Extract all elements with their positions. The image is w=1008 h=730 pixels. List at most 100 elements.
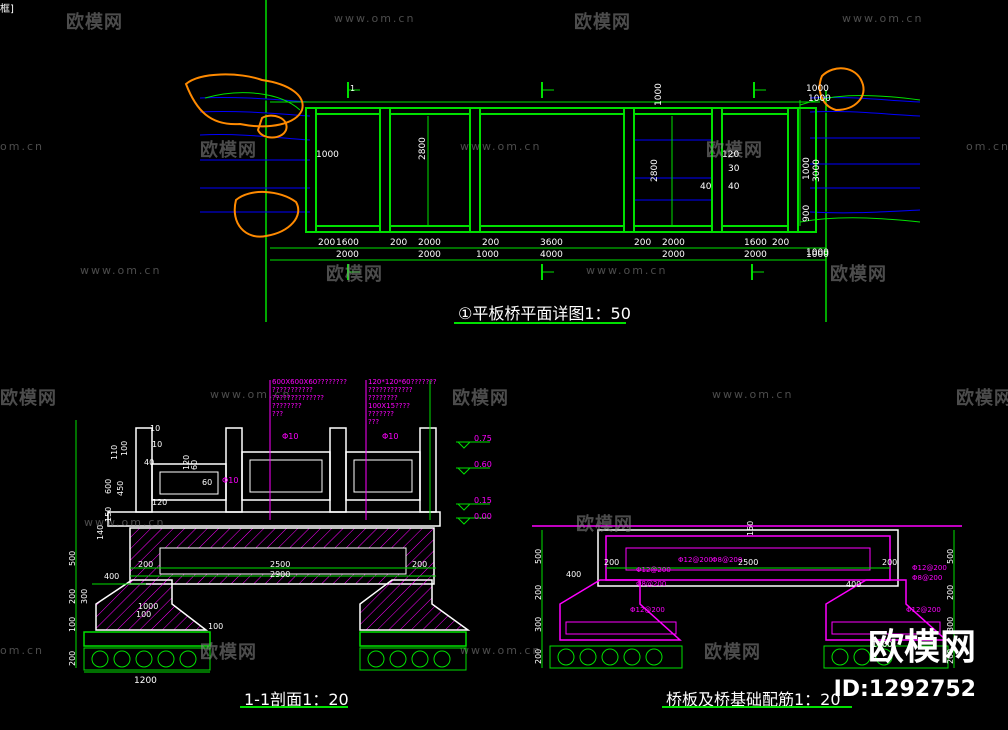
plan-dim-row1-3: 2000 <box>418 238 441 248</box>
plan-dim-row2-1: 2000 <box>418 250 441 260</box>
section-dim-h-2: 120 <box>152 498 168 507</box>
watermark-url: www.om.cn <box>334 12 416 25</box>
watermark-url: www.om.cn <box>712 388 794 401</box>
rebar-abutment-right <box>825 579 948 641</box>
plan-section-mark: 1 <box>350 84 356 93</box>
plan-dim-right-5: 40 <box>700 182 712 192</box>
section-dim-v-4: 150 <box>104 506 113 522</box>
plan-dim-row1-2: 200 <box>390 238 408 248</box>
rock-icons <box>184 67 865 238</box>
plan-dim-right-9: 1000 <box>808 94 831 104</box>
section-notes-right: 120*120*60??????? ???????????? ???????? … <box>368 378 437 426</box>
watermark-brand: 欧模网 <box>576 514 633 535</box>
section-dim-h-3: 60 <box>202 478 213 487</box>
watermark-url: www.om.cn <box>460 140 542 153</box>
bank-curve-right-low <box>799 217 921 223</box>
section-dim-v-10: 200 <box>68 650 77 666</box>
section-rebar-1: Φ10 <box>382 432 399 441</box>
rebar-dim-left-1: 200 <box>534 584 543 600</box>
rebar-dim-left-2: 300 <box>534 616 543 632</box>
rebar-dim-inner-0: 200 <box>604 558 620 567</box>
plan-dim-row1-4: 200 <box>482 238 500 248</box>
plan-dim-row1-0: 200 <box>318 238 336 248</box>
plan-dim-right-3: 900 <box>802 204 812 222</box>
rebar-slab <box>597 529 899 587</box>
watermark-brand: 欧模网 <box>0 388 57 409</box>
viewport-corner-tag: 框] <box>0 4 14 15</box>
plan-view <box>184 0 921 322</box>
bank-curve-left <box>204 92 301 111</box>
plan-dim-right-1: 1000 <box>802 157 812 180</box>
rebar-dim-inner-3: 200 <box>882 558 898 567</box>
plan-dim-row1-5: 3600 <box>540 238 563 248</box>
plan-dim-row1-6: 200 <box>634 238 652 248</box>
bridge-segments <box>305 107 799 233</box>
plan-dim-right-6: 40 <box>728 182 740 192</box>
watermark-brand: 欧模网 <box>200 642 257 663</box>
section-dim-b-2: 1000 <box>138 602 159 611</box>
watermark-brand: 欧模网 <box>66 12 123 33</box>
rebar-label-6: Φ12@200 <box>630 606 665 614</box>
section-markers <box>347 82 766 280</box>
section-dim-span-b: 2900 <box>270 570 291 579</box>
rebar-dim-inner-4: 1000 <box>872 640 893 649</box>
watermark-url: www.om.cn <box>210 388 292 401</box>
level-1: 0.60 <box>474 460 492 469</box>
section-dim-b-4: 1200 <box>134 676 157 686</box>
plan-dim-row1-1: 1600 <box>336 238 359 248</box>
section-gravel <box>83 647 467 671</box>
rebar-label-0: Φ12@200 <box>678 556 713 564</box>
rebar-dim-right-0: 500 <box>946 548 955 564</box>
plan-dim-right-7: 30 <box>728 164 740 174</box>
plan-dim-row2-4: 2000 <box>662 250 685 260</box>
plan-dim-row1-9: 200 <box>772 238 790 248</box>
section-dim-span-a: 2500 <box>270 560 291 569</box>
plan-dim-right-0: 1000 <box>654 83 664 106</box>
rebar-dim-inner-2: 400 <box>846 580 862 589</box>
watermark-brand: 欧模网 <box>706 140 763 161</box>
level-0: 0.75 <box>474 434 492 443</box>
rebar-label-4: Φ12@200 <box>912 564 947 572</box>
plan-dim-row2-5: 2000 <box>744 250 767 260</box>
section-dim-h-6: 10 <box>150 424 161 433</box>
watermark-brand: 欧模网 <box>956 388 1008 409</box>
watermark-brand: 欧模网 <box>200 140 257 161</box>
rebar-abutment-left <box>559 579 682 641</box>
watermark-brand: 欧模网 <box>326 264 383 285</box>
plan-dim-row2-3: 4000 <box>540 250 563 260</box>
section-dim-v-2: 600 <box>104 478 113 494</box>
plan-dim-row1-8: 1600 <box>744 238 767 248</box>
section-dim-v-1: 100 <box>120 440 129 456</box>
rebar-title-underline <box>662 706 852 708</box>
rebar-dim-left-0: 500 <box>534 548 543 564</box>
rebar-label-1: Φ8@200 <box>712 556 743 564</box>
section-dim-b-1: 100 <box>136 610 152 619</box>
section-dim-inner-l: 200 <box>138 560 154 569</box>
watermark-url: om.cn <box>0 140 44 153</box>
watermark-url: www.om.cn <box>842 12 924 25</box>
section-dim-h-5: 60 <box>190 459 199 470</box>
plan-dim-row2-2: 1000 <box>476 250 499 260</box>
rebar-dim-top-0: 2500 <box>738 558 759 567</box>
plan-dim-height-a: 2800 <box>418 137 428 160</box>
level-markers <box>456 441 490 525</box>
watermark-url: www.om.cn <box>84 516 166 529</box>
rebar-dim-right-1: 200 <box>946 584 955 600</box>
watermark-brand: 欧模网 <box>574 12 631 33</box>
level-2: 0.15 <box>474 496 492 505</box>
section-dim-v-0: 110 <box>110 444 119 460</box>
watermark-url: om.cn <box>966 140 1008 153</box>
level-3: 0.00 <box>474 512 492 521</box>
section-view <box>75 380 490 673</box>
plan-dim-row2-0: 2000 <box>336 250 359 260</box>
watermark-url: om.cn <box>0 644 44 657</box>
section-dim-v-9: 100 <box>68 616 77 632</box>
section-notes: 600X600X60???????? ??????????? ?????????… <box>272 378 347 418</box>
plan-dim-inner-left: 1000 <box>316 150 339 160</box>
section-dim-b-0: 400 <box>104 572 120 581</box>
plan-dim-top: 1000 <box>806 84 829 94</box>
section-dim-v-5: 140 <box>96 524 105 540</box>
rebar-label-2: Φ12@200 <box>636 566 671 574</box>
section-deck <box>107 511 441 527</box>
